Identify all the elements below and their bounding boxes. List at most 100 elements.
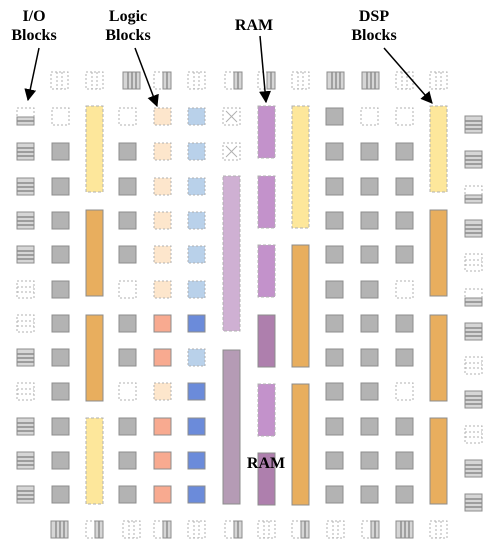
logic-block-326-1 bbox=[325, 142, 344, 161]
logic-block-blue-1 bbox=[187, 142, 206, 161]
io-arrow bbox=[24, 47, 40, 102]
dsp-block-c2-3 bbox=[291, 383, 310, 506]
logic-block-52-11 bbox=[51, 485, 70, 504]
logic-block-396-8 bbox=[395, 382, 414, 401]
logic-block-361-7 bbox=[360, 348, 379, 367]
io-block-top-10 bbox=[395, 71, 414, 90]
io-label-line1: I/O bbox=[22, 8, 45, 25]
ram-label-mid: RAM bbox=[247, 455, 285, 472]
logic-block-blue-3 bbox=[187, 211, 206, 230]
logic-block-119-5 bbox=[118, 280, 137, 299]
io-block-right-7 bbox=[464, 356, 483, 375]
logic-block-326-0 bbox=[325, 107, 344, 126]
logic-block-361-8 bbox=[360, 382, 379, 401]
ram-block-1 bbox=[257, 105, 276, 159]
logic-block-361-10 bbox=[360, 451, 379, 470]
logic-block-119-10 bbox=[118, 451, 137, 470]
logic-block-361-0 bbox=[360, 107, 379, 126]
logic-block-326-7 bbox=[325, 348, 344, 367]
logic-block-396-5 bbox=[395, 280, 414, 299]
dsp-block-c3-4 bbox=[429, 417, 448, 505]
logic-block-peach-10 bbox=[153, 451, 172, 470]
io-block-top-0 bbox=[50, 71, 69, 90]
logic-block-blue-10 bbox=[187, 451, 206, 470]
logic-block-peach-2 bbox=[153, 177, 172, 196]
logic-block-396-3 bbox=[395, 211, 414, 230]
empty-block-1-x2 bbox=[225, 145, 238, 158]
dsp-block-c1-1 bbox=[85, 105, 104, 193]
io-block-left-5 bbox=[16, 280, 35, 299]
dsp-block-c3-2 bbox=[429, 209, 448, 297]
dsp-block-c1-3 bbox=[85, 314, 104, 402]
logic-arrow bbox=[134, 47, 159, 108]
logic-block-326-10 bbox=[325, 451, 344, 470]
logic-label-line2: Blocks bbox=[105, 27, 150, 44]
logic-block-396-10 bbox=[395, 451, 414, 470]
logic-block-119-3 bbox=[118, 211, 137, 230]
logic-block-52-3 bbox=[51, 211, 70, 230]
logic-block-326-5 bbox=[325, 280, 344, 299]
logic-block-peach-5 bbox=[153, 280, 172, 299]
logic-block-119-6 bbox=[118, 314, 137, 333]
logic-block-361-4 bbox=[360, 245, 379, 264]
logic-block-blue-9 bbox=[187, 417, 206, 436]
logic-block-361-6 bbox=[360, 314, 379, 333]
logic-block-blue-2 bbox=[187, 177, 206, 196]
logic-block-52-6 bbox=[51, 314, 70, 333]
logic-block-blue-8 bbox=[187, 382, 206, 401]
io-block-right-4 bbox=[464, 253, 483, 272]
logic-block-396-9 bbox=[395, 417, 414, 436]
logic-block-blue-6 bbox=[187, 314, 206, 333]
logic-block-peach-3 bbox=[153, 211, 172, 230]
ram-block-6 bbox=[257, 452, 276, 506]
ram-block-5 bbox=[257, 383, 276, 437]
logic-block-peach-1 bbox=[153, 142, 172, 161]
io-block-right-9 bbox=[464, 425, 483, 444]
dsp-block-c2-2 bbox=[291, 244, 310, 368]
logic-block-52-4 bbox=[51, 245, 70, 264]
io-block-left-8 bbox=[16, 382, 35, 401]
dsp-block-c3-3 bbox=[429, 314, 448, 402]
logic-block-396-7 bbox=[395, 348, 414, 367]
logic-block-361-1 bbox=[360, 142, 379, 161]
dsp-arrow bbox=[383, 47, 433, 104]
ram-arrow bbox=[259, 35, 271, 104]
logic-block-326-8 bbox=[325, 382, 344, 401]
logic-block-peach-6 bbox=[153, 314, 172, 333]
logic-block-peach-7 bbox=[153, 348, 172, 367]
logic-block-52-9 bbox=[51, 417, 70, 436]
logic-block-326-9 bbox=[325, 417, 344, 436]
logic-block-326-11 bbox=[325, 485, 344, 504]
fpga-block-grid bbox=[16, 71, 483, 539]
logic-block-blue-5 bbox=[187, 280, 206, 299]
logic-block-326-3 bbox=[325, 211, 344, 230]
logic-block-361-9 bbox=[360, 417, 379, 436]
logic-block-119-2 bbox=[118, 177, 137, 196]
logic-block-blue-7 bbox=[187, 348, 206, 367]
ram-block-2 bbox=[257, 175, 276, 229]
logic-block-361-2 bbox=[360, 177, 379, 196]
logic-block-396-2 bbox=[395, 177, 414, 196]
io-block-bottom-11 bbox=[429, 520, 448, 539]
block-labels: I/O Blocks Logic Blocks RAM DSP Blocks R… bbox=[11, 8, 396, 472]
ram-block-3 bbox=[257, 244, 276, 298]
logic-block-peach-11 bbox=[153, 485, 172, 504]
logic-block-119-9 bbox=[118, 417, 137, 436]
logic-block-119-8 bbox=[118, 382, 137, 401]
logic-block-326-2 bbox=[325, 177, 344, 196]
ram-block-tall-left-top bbox=[222, 175, 241, 332]
dsp-label-line1: DSP bbox=[359, 8, 389, 25]
logic-block-blue-4 bbox=[187, 245, 206, 264]
logic-block-52-2 bbox=[51, 177, 70, 196]
logic-block-361-11 bbox=[360, 485, 379, 504]
ram-block-tall-left-bottom bbox=[222, 349, 241, 505]
logic-label-line1: Logic bbox=[109, 8, 147, 25]
logic-block-396-1 bbox=[395, 142, 414, 161]
io-block-top-1 bbox=[85, 71, 104, 90]
logic-block-396-11 bbox=[395, 485, 414, 504]
io-block-bottom-8 bbox=[326, 520, 345, 539]
logic-block-119-1 bbox=[118, 142, 137, 161]
logic-block-119-4 bbox=[118, 245, 137, 264]
dsp-block-c1-2 bbox=[85, 209, 104, 297]
